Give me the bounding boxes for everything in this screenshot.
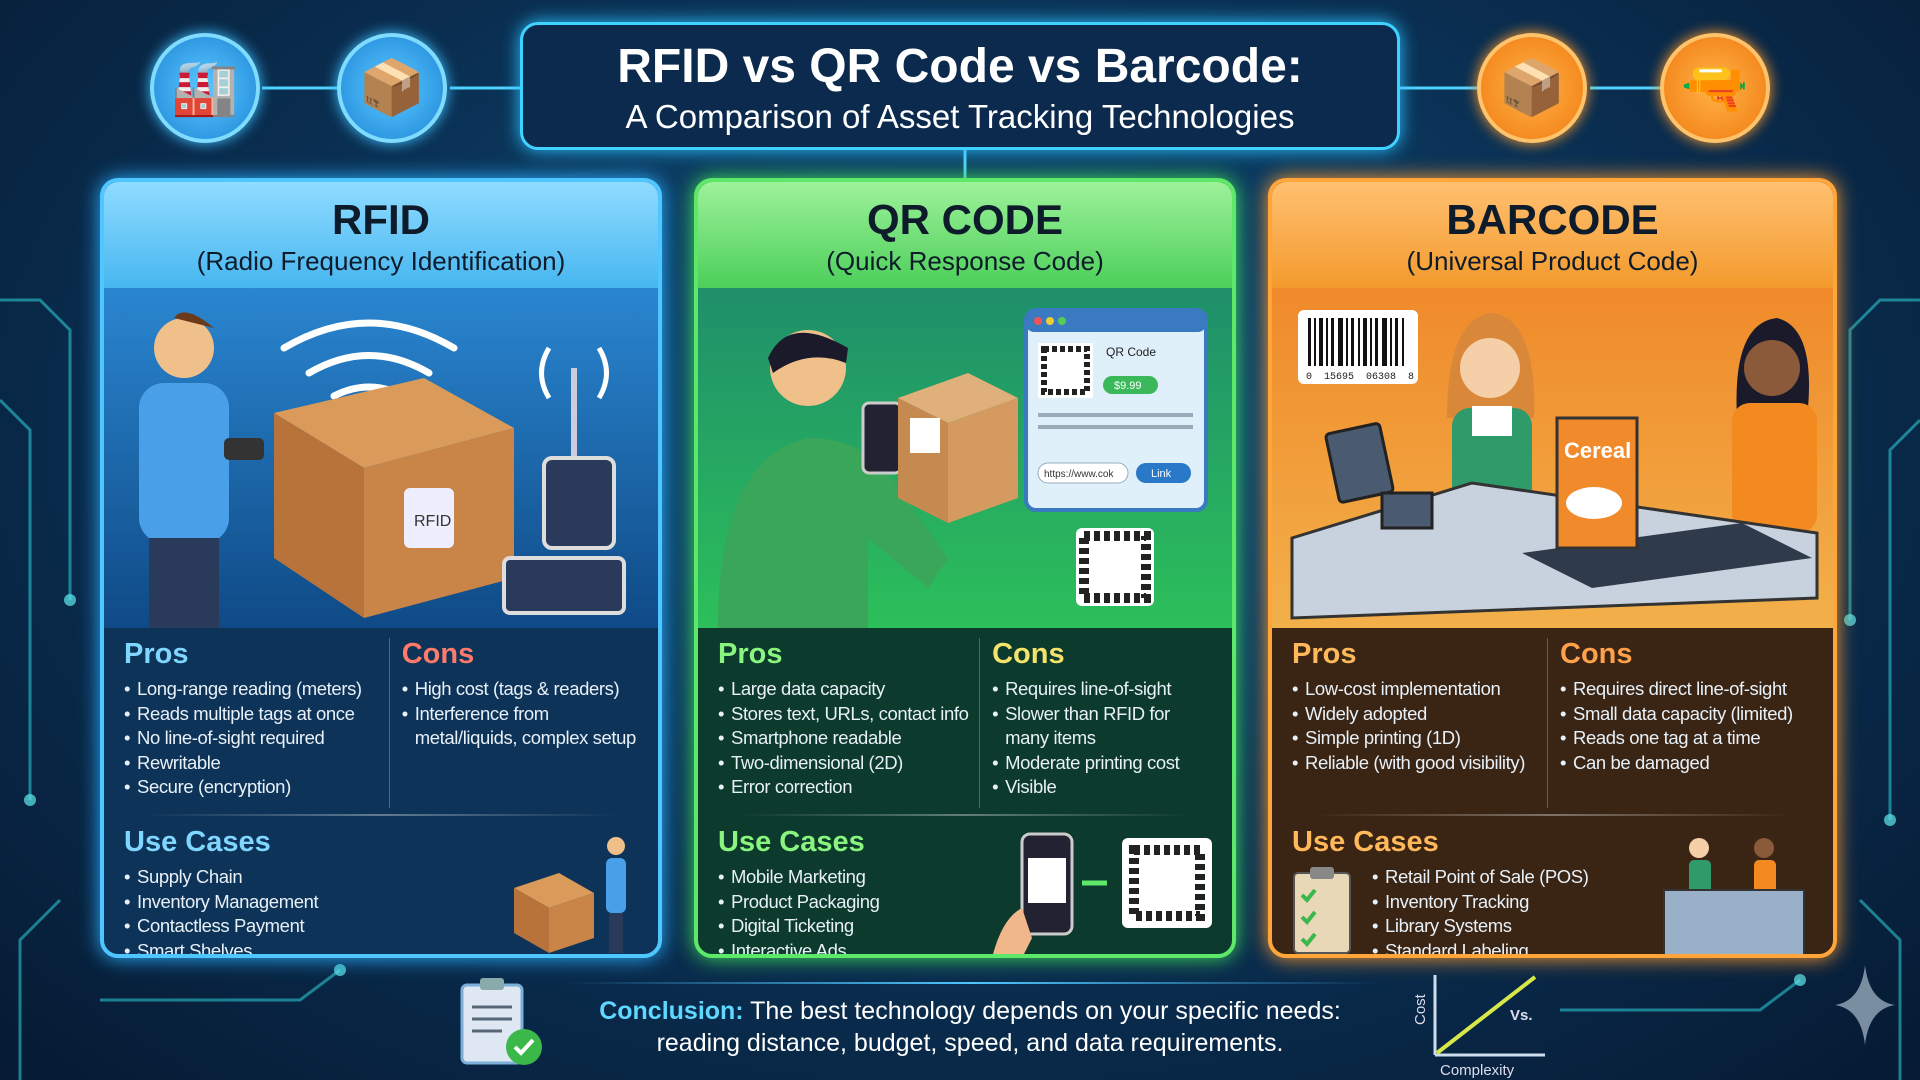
- card-title: RFID: [332, 196, 430, 243]
- qr-code-card: QR CODE (Quick Response Code) QR Code $9…: [694, 178, 1236, 958]
- cons-heading: Cons: [1560, 638, 1633, 670]
- card-header: RFID (Radio Frequency Identification): [104, 182, 658, 288]
- factory-icon: 🏭: [150, 33, 260, 143]
- conclusion-text: The best technology depends on your spec…: [656, 997, 1341, 1057]
- use-case-item: Supply Chain: [124, 865, 638, 890]
- rfid-illustration: RFID: [104, 288, 658, 628]
- clipboard-checklist-icon: [1293, 867, 1351, 954]
- pro-item: Reads multiple tags at once: [124, 702, 389, 727]
- cons-heading: Cons: [401, 638, 475, 670]
- divider: [144, 814, 618, 816]
- pro-item: Long-range reading (meters): [124, 677, 389, 702]
- popup-link-label: Link: [1151, 468, 1172, 480]
- pro-item: Widely adopted: [1292, 702, 1547, 727]
- use-case-item: Digital Ticketing: [718, 914, 1212, 939]
- con-item: Moderate printing cost: [992, 751, 1214, 776]
- popup-url: https://www.cok: [1044, 469, 1114, 480]
- title-box: RFID vs QR Code vs Barcode: A Comparison…: [520, 22, 1400, 150]
- pro-item: Large data capacity: [718, 677, 979, 702]
- use-case-item: Smart Shelves: [124, 939, 638, 955]
- divider: [1312, 814, 1793, 816]
- rfid-tag-label: RFID: [414, 513, 451, 530]
- pro-item: Low-cost implementation: [1292, 677, 1547, 702]
- sparkle-icon: [1835, 965, 1895, 1045]
- pro-item: Smartphone readable: [718, 726, 979, 751]
- card-title: BARCODE: [1446, 196, 1659, 243]
- pros-heading: Pros: [124, 638, 189, 670]
- checkout-counter-icon: [1663, 838, 1805, 954]
- pro-item: Secure (encryption): [124, 775, 389, 800]
- con-item: Can be damaged: [1560, 751, 1815, 776]
- con-item: Interference from metal/liquids, complex…: [402, 702, 640, 751]
- use-case-item: Contactless Payment: [124, 914, 638, 939]
- use-case-item: Inventory Tracking: [1372, 890, 1588, 915]
- use-cases-heading: Use Cases: [1292, 826, 1439, 858]
- clipboard-check-icon: [460, 978, 542, 1065]
- popup-link-button[interactable]: [1136, 463, 1191, 483]
- con-item: Requires direct line-of-sight: [1560, 677, 1815, 702]
- con-item: Reads one tag at a time: [1560, 726, 1815, 751]
- cereal-box-label: Cereal: [1564, 438, 1631, 463]
- page-title: RFID vs QR Code vs Barcode:: [617, 40, 1303, 93]
- use-cases-heading: Use Cases: [718, 826, 865, 858]
- con-item: Requires line-of-sight: [992, 677, 1214, 702]
- use-case-item: Standard Labeling: [1372, 939, 1588, 955]
- divider: [738, 814, 1192, 816]
- barcode-card: BARCODE (Universal Product Code) 0 15695…: [1268, 178, 1837, 958]
- card-subtitle: (Quick Response Code): [826, 246, 1104, 276]
- card-header: QR CODE (Quick Response Code): [698, 182, 1232, 288]
- use-case-item: Retail Point of Sale (POS): [1372, 865, 1589, 890]
- barcode-scanner-icon: 🔫: [1660, 33, 1770, 143]
- card-subtitle: (Radio Frequency Identification): [196, 246, 566, 276]
- barcode-number: 0 15695 06308 8: [1306, 372, 1414, 383]
- qr-illustration: QR Code $9.99 https://www.cok Link: [698, 288, 1232, 628]
- crate-worker-icon: [514, 837, 626, 953]
- pro-item: Stores text, URLs, contact info: [718, 702, 979, 727]
- divider: [565, 982, 1380, 984]
- box-icon: 📦: [1477, 33, 1587, 143]
- con-item: Small data capacity (limited): [1560, 702, 1815, 727]
- popup-price: $9.99: [1114, 380, 1142, 392]
- pro-item: Two-dimensional (2D): [718, 751, 979, 776]
- card-subtitle: (Universal Product Code): [1406, 246, 1699, 276]
- conclusion: Conclusion: The best technology depends …: [560, 995, 1380, 1059]
- use-cases-heading: Use Cases: [124, 826, 271, 858]
- conclusion-label: Conclusion:: [599, 997, 744, 1025]
- use-case-item: Inventory Management: [124, 890, 638, 915]
- chart-annotation: Vs.: [1510, 1007, 1533, 1024]
- con-item: Slower than RFID for many items: [992, 702, 1214, 751]
- box-icon: 📦: [337, 33, 447, 143]
- use-case-item: Interactive Ads: [718, 939, 1212, 955]
- popup-title: QR Code: [1106, 345, 1156, 359]
- barcode-illustration: 0 15695 06308 8 Cereal: [1272, 288, 1833, 628]
- rfid-card: RFID (Radio Frequency Identification) RF…: [100, 178, 662, 958]
- pros-heading: Pros: [718, 638, 783, 670]
- page-subtitle: A Comparison of Asset Tracking Technolog…: [625, 98, 1295, 135]
- pro-item: Rewritable: [124, 751, 389, 776]
- cost-vs-complexity-mini-chart: Cost Vs. Complexity: [1412, 975, 1545, 1079]
- pro-item: Error correction: [718, 775, 979, 800]
- card-header: BARCODE (Universal Product Code): [1272, 182, 1833, 288]
- con-item: Visible: [992, 775, 1214, 800]
- phone-scan-qr-icon: [993, 832, 1212, 954]
- pro-item: Reliable (with good visibility): [1292, 751, 1547, 776]
- pros-heading: Pros: [1292, 638, 1357, 670]
- use-case-item: Product Packaging: [718, 890, 1212, 915]
- trend-line: [1435, 975, 1537, 1055]
- use-case-item: Library Systems: [1372, 914, 1588, 939]
- x-axis-label: Complexity: [1440, 1062, 1515, 1079]
- use-case-item: Mobile Marketing: [718, 865, 1212, 890]
- pro-item: Simple printing (1D): [1292, 726, 1547, 751]
- card-title: QR CODE: [866, 196, 1063, 243]
- cons-heading: Cons: [992, 638, 1065, 670]
- pro-item: No line-of-sight required: [124, 726, 389, 751]
- y-axis-label: Cost: [1412, 993, 1429, 1025]
- con-item: High cost (tags & readers): [402, 677, 640, 702]
